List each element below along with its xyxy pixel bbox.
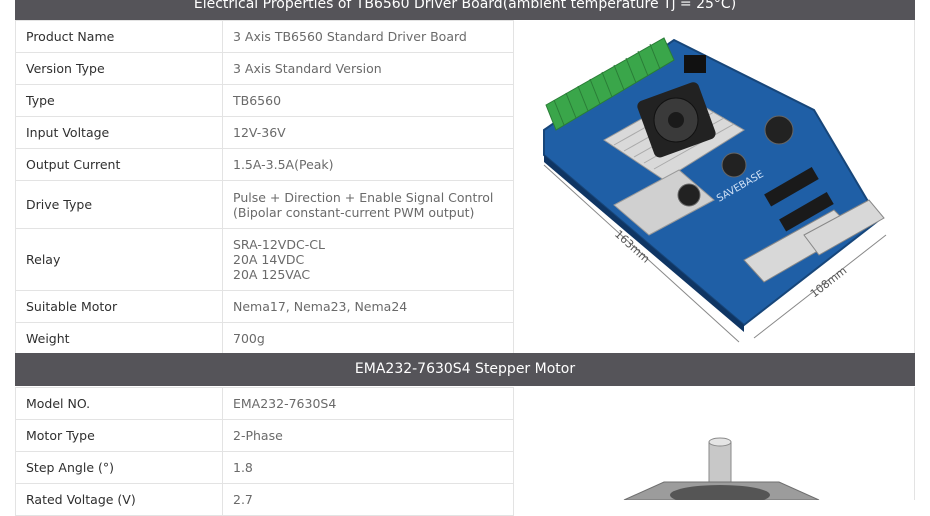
spec-value-line: 1.5A-3.5A(Peak): [233, 157, 334, 172]
spec-row: Version Type 3 Axis Standard Version: [15, 52, 514, 85]
spec-row: Step Angle (°) 1.8: [15, 451, 514, 484]
spec-label: Relay: [15, 228, 223, 291]
spec-label: Type: [15, 84, 223, 117]
spec-value: Pulse + Direction + Enable Signal Contro…: [222, 180, 514, 229]
spec-value: 1.5A-3.5A(Peak): [222, 148, 514, 181]
spec-value: Nema17, Nema23, Nema24: [222, 290, 514, 323]
spec-label: Step Angle (°): [15, 451, 223, 484]
spec-value-line: 20A 14VDC: [233, 252, 305, 267]
capacitor-3: [677, 183, 701, 207]
stepper-motor-image: [514, 387, 915, 505]
spec-value: EMA232-7630S4: [222, 387, 514, 420]
spec-value-line: (Bipolar constant-current PWM output): [233, 204, 475, 220]
spec-label: Motor Type: [15, 419, 223, 452]
section-title: Electrical Properties of TB6560 Driver B…: [193, 0, 737, 12]
spec-value-line: 3 Axis Standard Version: [233, 61, 382, 76]
ic-chip-1: [764, 166, 819, 207]
spec-value-line: TB6560: [233, 93, 282, 108]
spec-label: Input Voltage: [15, 116, 223, 149]
spec-row: Output Current 1.5A-3.5A(Peak): [15, 148, 514, 181]
spec-value-line: 20A 125VAC: [233, 267, 311, 282]
spec-value-line: SRA-12VDC-CL: [233, 237, 325, 252]
capacitor-2: [721, 152, 747, 178]
spec-value: 3 Axis TB6560 Standard Driver Board: [222, 20, 514, 53]
section-header-stepper-motor: EMA232-7630S4 Stepper Motor: [15, 353, 915, 386]
section-title: EMA232-7630S4 Stepper Motor: [354, 361, 576, 377]
driver-board-image: SAVEBASE 163mm 108mm: [514, 20, 915, 353]
spec-value-line: Nema17, Nema23, Nema24: [233, 299, 408, 314]
db15-connector: [803, 199, 885, 256]
length-dimension-line: [543, 164, 740, 343]
spec-value: 700g: [222, 322, 514, 355]
spec-row: Product Name 3 Axis TB6560 Standard Drive…: [15, 20, 514, 53]
pcb-board-edge: [544, 155, 744, 332]
spec-value-line: EMA232-7630S4: [233, 396, 337, 411]
spec-value: 1.8: [222, 451, 514, 484]
spec-value: TB6560: [222, 84, 514, 117]
spec-value: 3 Axis Standard Version: [222, 52, 514, 85]
spec-row: Model NO. EMA232-7630S4: [15, 387, 514, 420]
spec-row: Type TB6560: [15, 84, 514, 117]
spec-label: Product Name: [15, 20, 223, 53]
capacitor-1: [764, 115, 794, 145]
spec-row: Motor Type 2-Phase: [15, 419, 514, 452]
spec-value-line: 3 Axis TB6560 Standard Driver Board: [233, 29, 467, 44]
spec-label: Model NO.: [15, 387, 223, 420]
stepper-motor-illustration: [623, 437, 820, 505]
spec-value-line: 2-Phase: [233, 428, 283, 443]
spec-label: Suitable Motor: [15, 290, 223, 323]
spec-row: Drive Type Pulse + Direction + Enable Sig…: [15, 180, 514, 229]
spec-label: Version Type: [15, 52, 223, 85]
spec-value-line: 700g: [233, 331, 265, 346]
spec-row: Input Voltage 12V-36V: [15, 116, 514, 149]
ic-chip-2: [779, 191, 834, 232]
spec-value: 2-Phase: [222, 419, 514, 452]
spec-label: Drive Type: [15, 180, 223, 229]
spec-value-line: 1.8: [233, 460, 253, 475]
width-dimension-line: [753, 234, 887, 339]
spec-row: Suitable Motor Nema17, Nema23, Nema24: [15, 290, 514, 323]
driver-board-illustration: SAVEBASE 163mm 108mm: [543, 37, 887, 343]
spec-value-line: 12V-36V: [233, 125, 286, 140]
driver-spec-table: Product Name 3 Axis TB6560 Standard Drive…: [15, 20, 514, 355]
relay: [684, 55, 706, 73]
spec-label: Weight: [15, 322, 223, 355]
section-header-driver-board: Electrical Properties of TB6560 Driver B…: [15, 0, 915, 20]
spec-label: Output Current: [15, 148, 223, 181]
spec-value-line: Pulse + Direction + Enable Signal Contro…: [233, 189, 494, 205]
spec-value: 12V-36V: [222, 116, 514, 149]
spec-row: Weight 700g: [15, 322, 514, 355]
